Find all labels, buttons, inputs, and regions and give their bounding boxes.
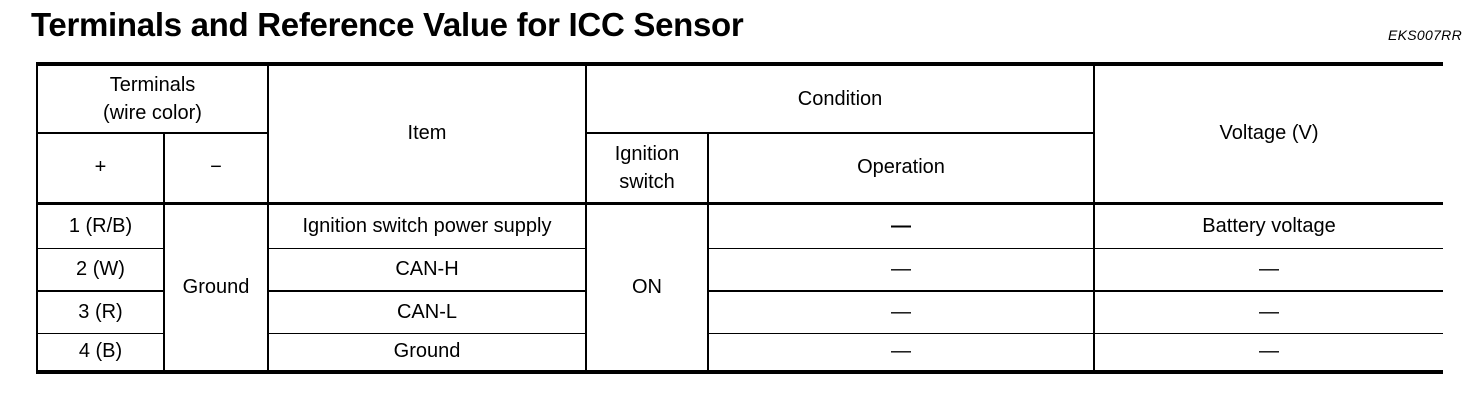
terminals-reference-table: Terminals (wire color) Item Condition Vo… bbox=[36, 62, 1444, 374]
voltage-cell: — bbox=[1093, 290, 1444, 333]
table-row: 1 (R/B) Ground Ignition switch power sup… bbox=[36, 201, 1444, 372]
header-condition: Condition bbox=[584, 64, 1096, 134]
operation-cell: — bbox=[706, 201, 1096, 248]
ignition-switch-cell: ON bbox=[585, 201, 709, 372]
voltage-cell: Battery voltage bbox=[1093, 201, 1444, 248]
doc-code: EKS007RR bbox=[1388, 27, 1462, 43]
operation-cell: — bbox=[706, 332, 1096, 372]
terminal-minus-cell: Ground bbox=[163, 201, 269, 372]
item-cell: CAN-L bbox=[267, 290, 587, 333]
header-terminal-plus: + bbox=[36, 133, 165, 205]
item-cell: CAN-H bbox=[267, 247, 587, 291]
terminal-plus-cell: 1 (R/B) bbox=[36, 201, 165, 248]
header-voltage: Voltage (V) bbox=[1093, 64, 1444, 205]
operation-cell: — bbox=[706, 290, 1096, 333]
voltage-cell: — bbox=[1093, 332, 1444, 372]
header-item: Item bbox=[267, 64, 587, 205]
header-terminals-wire-color: Terminals (wire color) bbox=[36, 64, 269, 134]
table-row: 3 (R) CAN-L — — bbox=[36, 290, 1444, 333]
terminal-plus-cell: 3 (R) bbox=[36, 290, 165, 333]
item-cell: Ground bbox=[267, 332, 587, 372]
voltage-cell: — bbox=[1093, 247, 1444, 291]
item-cell: Ignition switch power supply bbox=[267, 201, 587, 248]
page-title: Terminals and Reference Value for ICC Se… bbox=[31, 6, 744, 43]
terminal-plus-cell: 2 (W) bbox=[36, 247, 165, 291]
header-terminal-minus: − bbox=[163, 133, 269, 205]
operation-cell: — bbox=[706, 247, 1096, 291]
header-operation: Operation bbox=[706, 133, 1096, 205]
header-ignition-switch: Ignition switch bbox=[585, 133, 709, 205]
table-row: 4 (B) Ground — — bbox=[36, 332, 1444, 372]
table-row: 2 (W) CAN-H — — bbox=[36, 247, 1444, 291]
terminal-plus-cell: 4 (B) bbox=[36, 332, 165, 372]
